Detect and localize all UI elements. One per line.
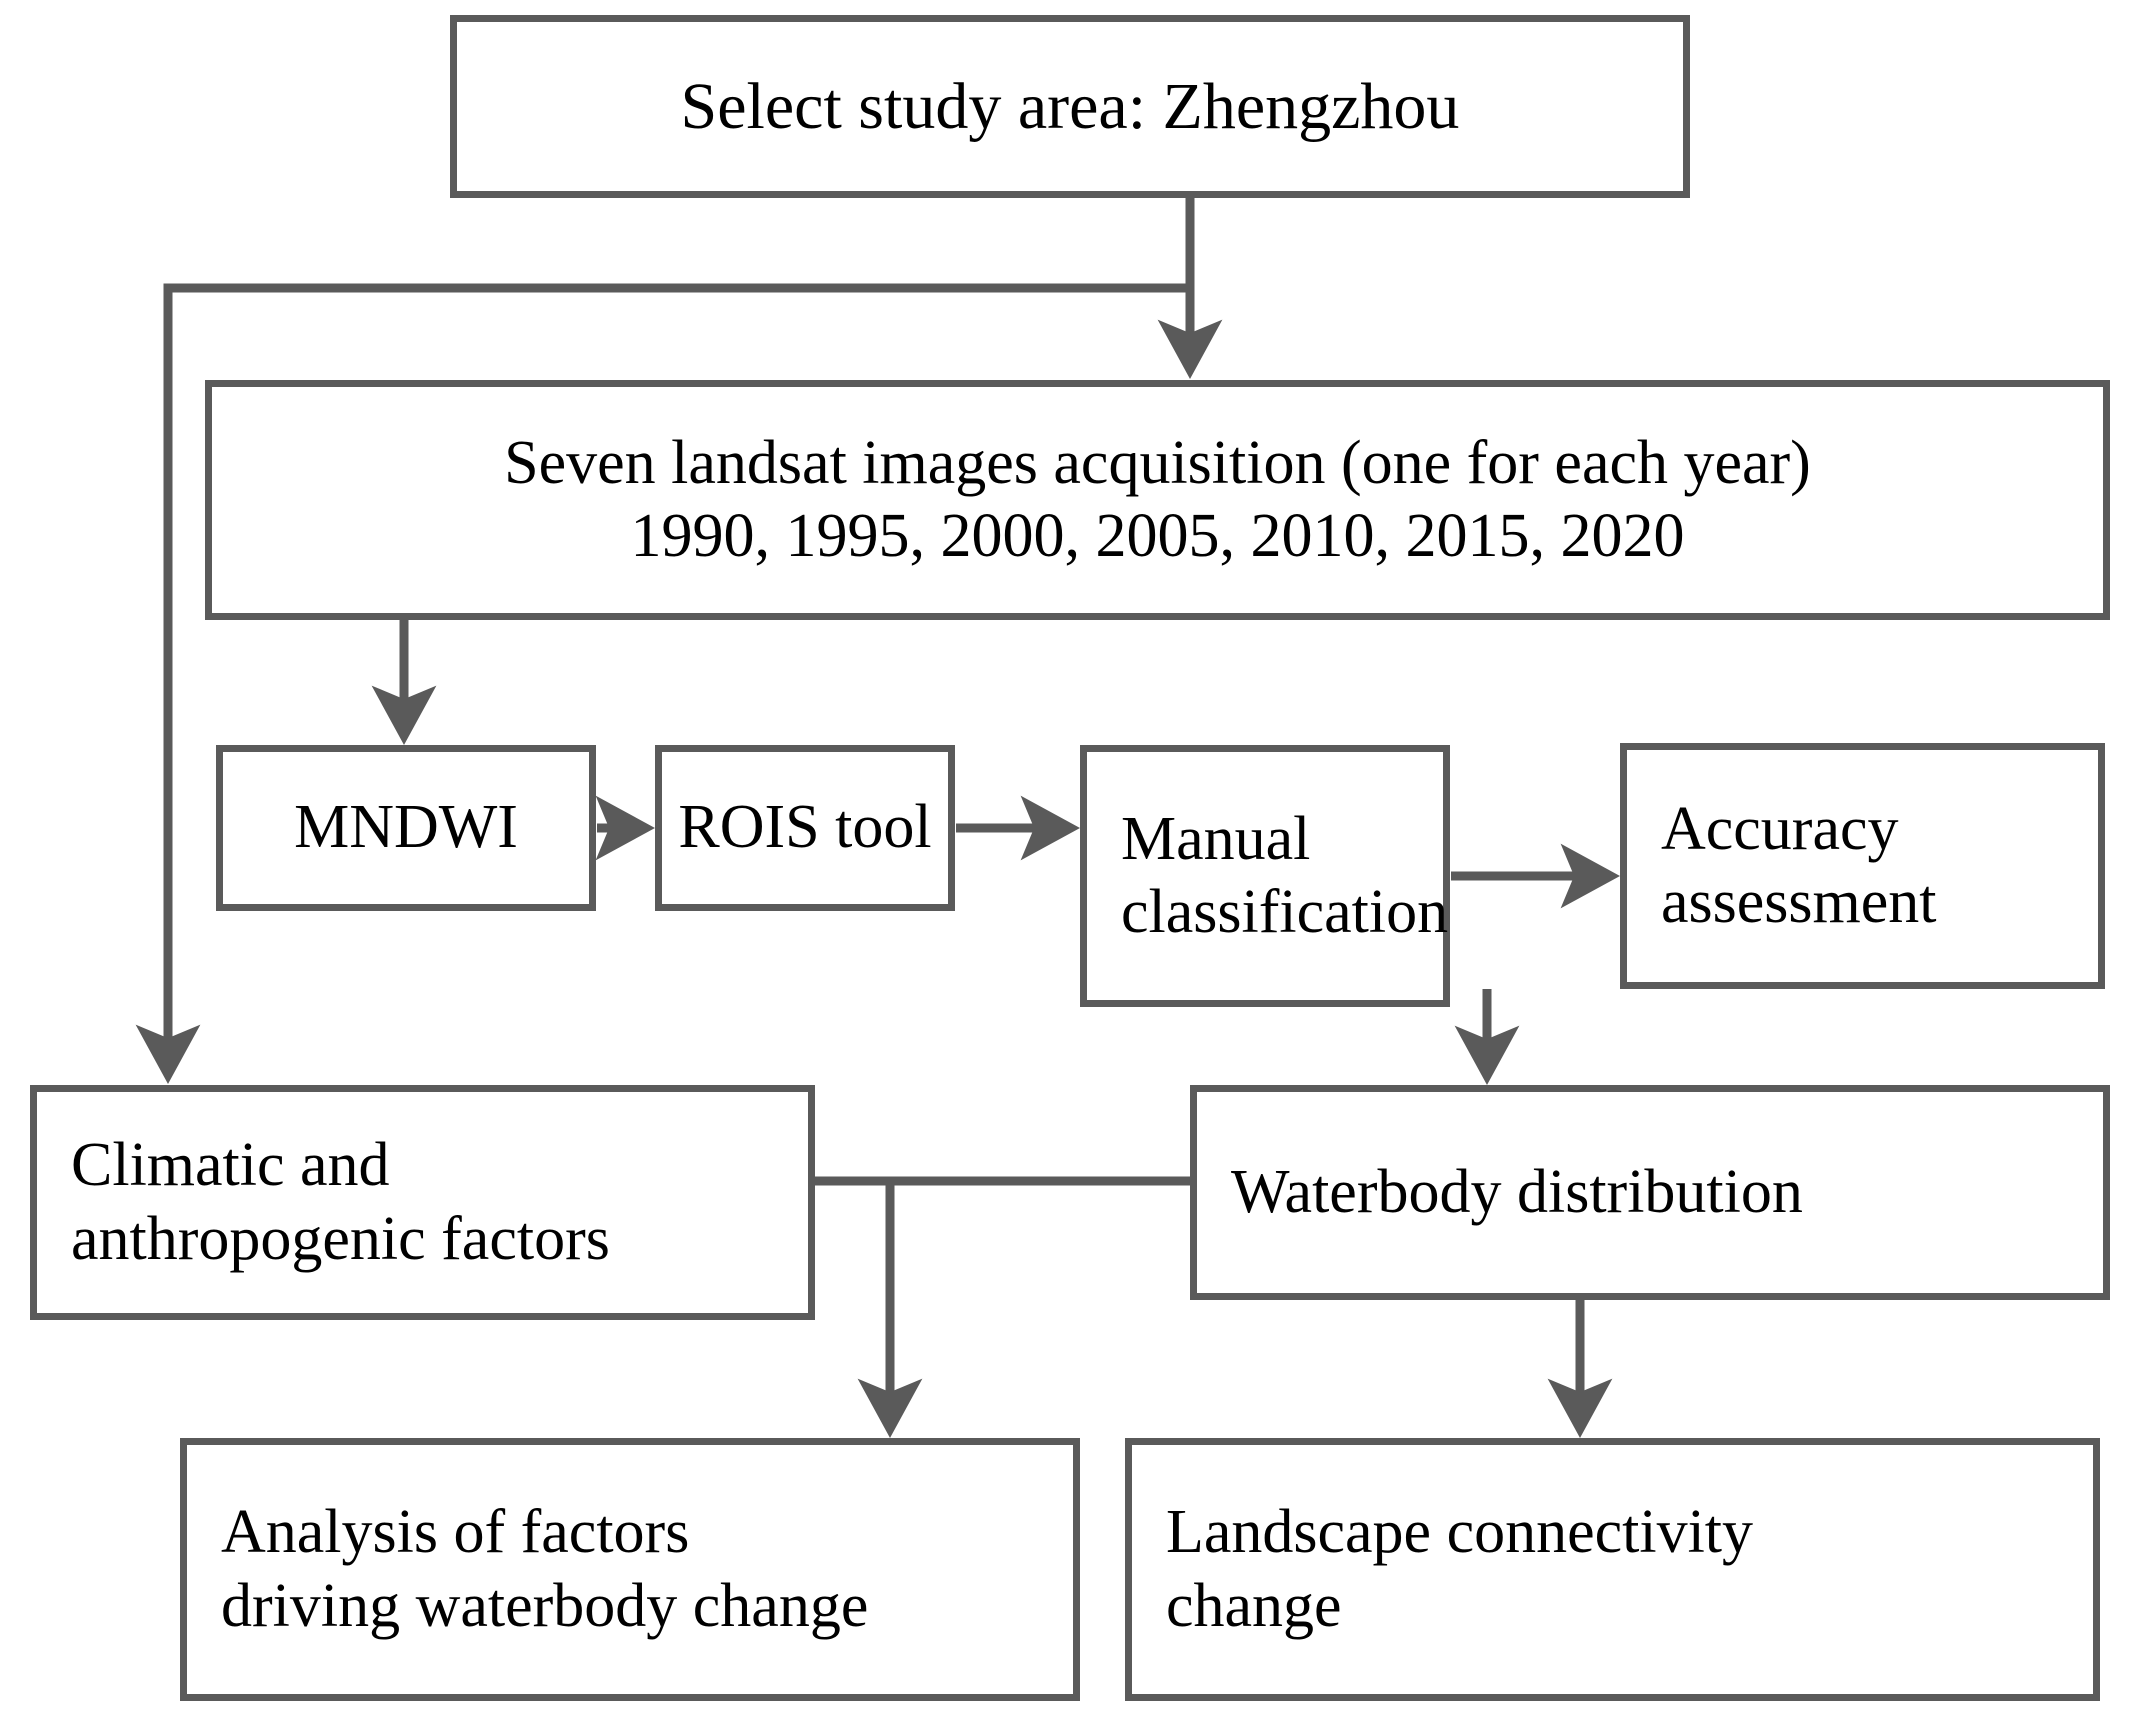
node-select-study-area-label: Select study area: Zhengzhou [680,69,1460,143]
connector-study-area-to-climatic [135,283,1190,1085]
node-manual-classification[interactable]: Manual classification [1080,745,1450,1007]
node-landscape-connectivity-label: Landscape connectivity change [1166,1498,1754,1640]
node-landscape-connectivity[interactable]: Landscape connectivity change [1125,1438,2100,1701]
node-climatic-anthropogenic-factors[interactable]: Climatic and anthropogenic factors [30,1085,815,1320]
node-landsat-acquisition-label: Seven landsat images acquisition (one fo… [504,428,1811,570]
node-mndwi[interactable]: MNDWI [216,745,596,911]
node-waterbody-distribution[interactable]: Waterbody distribution [1190,1085,2110,1300]
node-accuracy-assessment-label: Accuracy assessment [1661,794,1937,936]
node-rois-tool-label: ROIS tool [678,793,932,862]
node-manual-classification-label: Manual classification [1121,804,1449,946]
node-mndwi-label: MNDWI [294,793,518,862]
node-waterbody-distribution-label: Waterbody distribution [1231,1157,1803,1226]
node-landsat-acquisition[interactable]: Seven landsat images acquisition (one fo… [205,380,2110,620]
node-analysis-of-factors[interactable]: Analysis of factors driving waterbody ch… [180,1438,1080,1701]
node-analysis-of-factors-label: Analysis of factors driving waterbody ch… [221,1498,869,1640]
node-accuracy-assessment[interactable]: Accuracy assessment [1620,743,2105,989]
node-rois-tool[interactable]: ROIS tool [655,745,955,911]
node-climatic-anthropogenic-factors-label: Climatic and anthropogenic factors [71,1131,610,1273]
node-select-study-area[interactable]: Select study area: Zhengzhou [450,15,1690,198]
